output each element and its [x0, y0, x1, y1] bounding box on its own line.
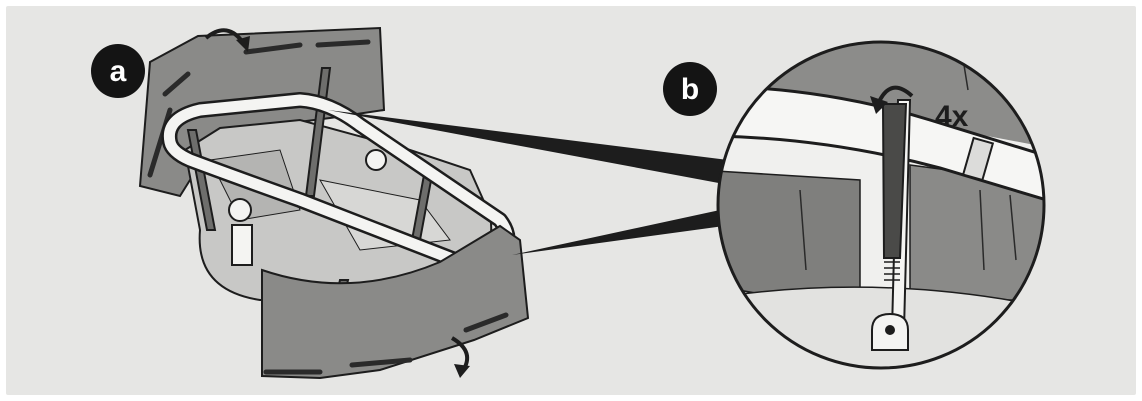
bassinet-assembly — [138, 26, 530, 380]
step-b-badge: b — [663, 62, 717, 116]
step-a-badge: a — [91, 44, 145, 98]
fold-arrow-bottom — [450, 336, 470, 378]
repeat-count-label: 4x — [935, 100, 969, 133]
zoom-callout-wedge-top — [328, 110, 728, 184]
zoom-callout-wedge-bottom — [512, 210, 724, 255]
detail-lens: 4x — [716, 40, 1046, 370]
velcro-strips-front — [263, 312, 509, 375]
step-b-label: b — [681, 73, 699, 106]
fabric-strap — [881, 103, 908, 259]
pull-arrow — [870, 85, 914, 114]
step-a-label: a — [110, 55, 127, 88]
front-fabric-panel — [261, 224, 530, 380]
fold-arrow-top — [204, 28, 250, 52]
